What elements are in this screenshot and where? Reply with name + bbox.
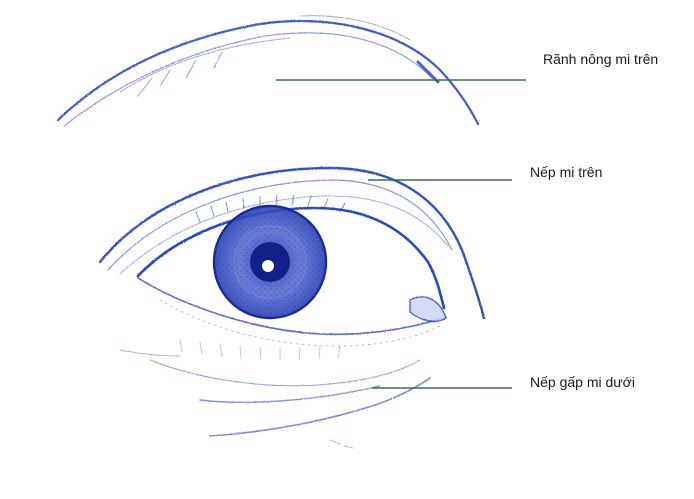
- brow-sketch: [58, 16, 478, 126]
- lower-fold-sketch: [120, 340, 430, 448]
- label-upper-fold: Nếp mi trên: [530, 163, 602, 181]
- iris-sketch: [214, 206, 326, 318]
- label-lower-fold: Nếp gấp mi dưới: [530, 373, 635, 391]
- label-upper-crease: Rãnh nông mi trên: [543, 50, 673, 68]
